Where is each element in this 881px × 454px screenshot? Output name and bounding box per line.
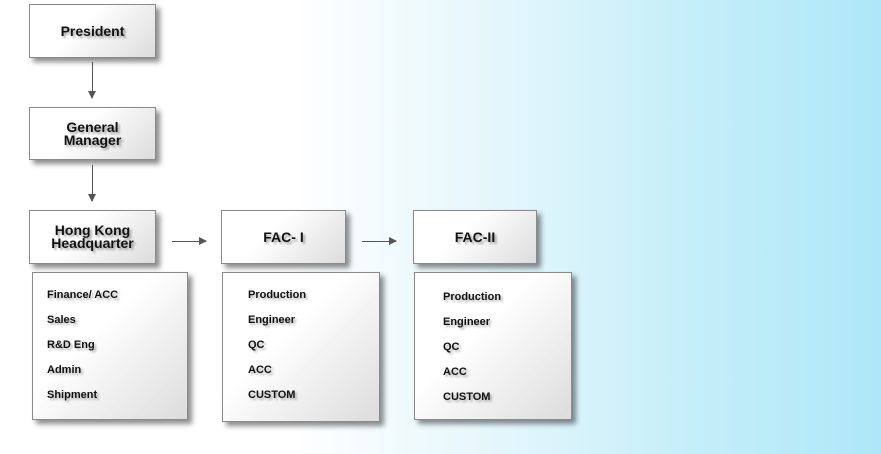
- arrow-down-icon: [88, 62, 96, 99]
- fac1-departments-list: Production Engineer QC ACC CUSTOM: [222, 272, 380, 422]
- list-item: Production: [443, 291, 502, 303]
- fac2-label: FAC-II: [454, 228, 496, 245]
- list-item: Admin: [47, 364, 82, 376]
- hq-label-line2: Headquarter: [51, 235, 134, 251]
- fac1-box: FAC- I: [221, 210, 346, 264]
- list-item: ACC: [443, 366, 467, 378]
- arrow-right-icon: [362, 237, 397, 245]
- hq-departments-list: Finance/ ACC Sales R&D Eng Admin Shipmen…: [32, 272, 188, 420]
- list-item: QC: [443, 341, 460, 353]
- list-item: CUSTOM: [248, 389, 296, 401]
- list-item: CUSTOM: [443, 391, 491, 403]
- list-item: R&D Eng: [47, 339, 95, 351]
- list-item: Sales: [47, 314, 76, 326]
- list-item: Shipment: [47, 389, 98, 401]
- list-item: Finance/ ACC: [47, 289, 119, 301]
- gm-label-line2: Manager: [63, 131, 122, 148]
- arrow-right-icon: [172, 237, 207, 245]
- list-item: Engineer: [443, 316, 491, 328]
- fac2-box: FAC-II: [413, 210, 537, 264]
- arrow-down-icon: [88, 165, 96, 202]
- gm-label-line1: General: [66, 118, 119, 135]
- hq-label-line1: Hong Kong: [54, 222, 131, 238]
- president-box: President: [29, 4, 156, 58]
- president-label: President: [60, 22, 125, 39]
- fac1-label: FAC- I: [263, 228, 304, 245]
- fac2-departments-list: Production Engineer QC ACC CUSTOM: [414, 272, 572, 420]
- list-item: Engineer: [248, 314, 296, 326]
- list-item: Production: [248, 289, 307, 301]
- list-item: ACC: [248, 364, 272, 376]
- list-item: QC: [248, 339, 265, 351]
